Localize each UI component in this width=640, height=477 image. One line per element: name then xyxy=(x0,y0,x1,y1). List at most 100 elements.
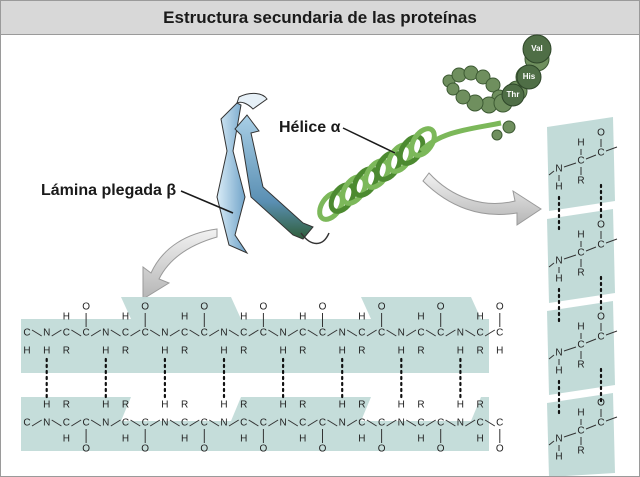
atom: H xyxy=(63,434,70,445)
bond xyxy=(406,329,417,337)
atom: N xyxy=(279,328,286,339)
atom: O xyxy=(378,302,386,313)
atom: H xyxy=(577,138,584,149)
atom: H xyxy=(358,434,365,445)
atom: C xyxy=(417,328,424,339)
atom: N xyxy=(555,434,562,445)
atom: N xyxy=(555,348,562,359)
atom: R xyxy=(240,400,247,411)
atom: C xyxy=(319,328,326,339)
atom: R xyxy=(417,346,424,357)
bond xyxy=(327,419,338,427)
bond xyxy=(307,329,318,337)
bond xyxy=(268,419,279,427)
bond xyxy=(548,440,555,446)
residue-bead xyxy=(516,64,542,90)
atom: H xyxy=(555,452,562,463)
atom: H xyxy=(555,182,562,193)
atom: H xyxy=(457,346,464,357)
atom: C xyxy=(82,328,89,339)
bond xyxy=(71,329,82,337)
bond xyxy=(605,330,618,336)
bond xyxy=(189,419,200,427)
bond xyxy=(563,254,577,260)
atom: O xyxy=(260,302,268,313)
residue-label-r1: Val xyxy=(531,44,543,53)
bond xyxy=(110,419,121,427)
bond xyxy=(585,154,597,160)
atom: N xyxy=(279,418,286,429)
atom: O xyxy=(200,302,208,313)
atom: N xyxy=(43,328,50,339)
sheet-pointer xyxy=(180,190,234,214)
bond xyxy=(31,419,42,427)
atom: H xyxy=(555,274,562,285)
atom: C xyxy=(577,248,584,259)
atom: H xyxy=(417,434,424,445)
bond xyxy=(386,329,397,337)
atom: R xyxy=(181,400,188,411)
atom: R xyxy=(181,346,188,357)
bond xyxy=(130,419,141,427)
atom: H xyxy=(122,312,129,323)
bond xyxy=(346,419,358,427)
atom: O xyxy=(437,444,445,455)
atom: C xyxy=(319,418,326,429)
atom: H xyxy=(240,312,247,323)
atom: N xyxy=(555,164,562,175)
atom: N xyxy=(457,418,464,429)
bond xyxy=(31,329,42,337)
atom: C xyxy=(577,426,584,437)
atom: C xyxy=(122,418,129,429)
atom: H xyxy=(220,346,227,357)
atom: R xyxy=(577,446,584,457)
atom: C xyxy=(597,332,604,343)
atom: H xyxy=(279,346,286,357)
atom: H xyxy=(398,346,405,357)
atom: C xyxy=(577,340,584,351)
atom: C xyxy=(476,418,483,429)
atom: H xyxy=(43,346,50,357)
bond xyxy=(169,329,180,337)
bond xyxy=(287,419,299,427)
atom: C xyxy=(496,328,503,339)
atom: O xyxy=(597,312,605,323)
bond xyxy=(307,419,318,427)
residue-bead xyxy=(501,83,525,107)
atom: C xyxy=(437,328,444,339)
atom: N xyxy=(457,328,464,339)
atom: N xyxy=(555,256,562,267)
atom: H xyxy=(398,400,405,411)
bond xyxy=(465,419,476,427)
atom: C xyxy=(358,418,365,429)
atom: C xyxy=(23,418,30,429)
atom: O xyxy=(141,302,149,313)
atom: C xyxy=(122,328,129,339)
bond xyxy=(209,329,220,337)
atom: R xyxy=(417,400,424,411)
atom: H xyxy=(181,312,188,323)
atom: H xyxy=(457,400,464,411)
atom: C xyxy=(299,418,306,429)
bond xyxy=(386,419,397,427)
bond xyxy=(605,146,618,152)
atom: C xyxy=(260,418,267,429)
atom: C xyxy=(142,328,149,339)
atom: H xyxy=(577,322,584,333)
atom: C xyxy=(358,328,365,339)
atom: C xyxy=(181,328,188,339)
amino-acid-bead xyxy=(485,77,501,93)
atom: H xyxy=(102,346,109,357)
atom: H xyxy=(358,312,365,323)
amino-acid-bead xyxy=(455,89,471,105)
bond xyxy=(585,246,597,252)
bond xyxy=(425,329,436,337)
bond xyxy=(366,329,377,337)
helix-bands xyxy=(547,117,615,476)
atom: N xyxy=(339,328,346,339)
bond xyxy=(189,329,200,337)
atom: N xyxy=(398,418,405,429)
atom: N xyxy=(339,418,346,429)
bond xyxy=(484,419,496,427)
